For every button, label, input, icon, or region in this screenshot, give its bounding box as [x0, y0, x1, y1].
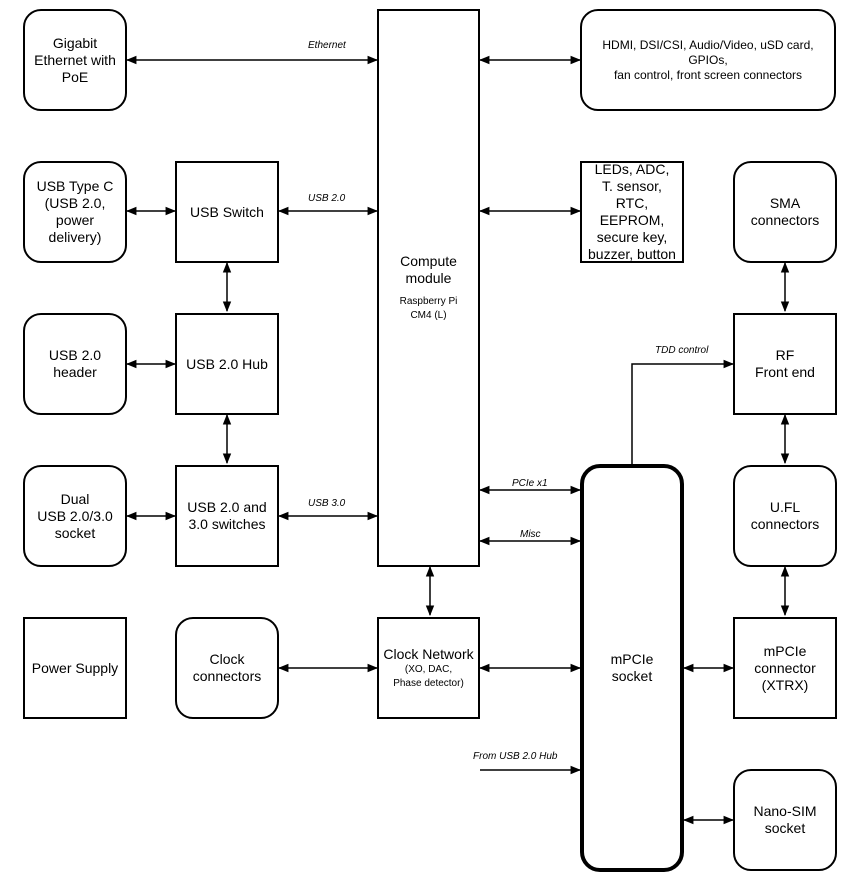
- clock-connectors-line: Clock: [209, 651, 245, 667]
- ethernet-block: Gigabit Ethernet with PoE: [23, 9, 127, 111]
- tdd-link: [631, 359, 735, 464]
- rf-front-end-line: Front end: [755, 364, 815, 380]
- pcie-label: PCIe x1: [512, 478, 548, 489]
- usb20-label: USB 2.0: [308, 193, 346, 204]
- sma-line: connectors: [750, 212, 820, 228]
- usb2-header-line: header: [53, 364, 97, 380]
- leds-line: RTC,: [615, 195, 649, 211]
- dual-usb-line: socket: [54, 524, 96, 541]
- hdmi-line: HDMI, DSI/CSI, Audio/Video, uSD card,: [602, 37, 814, 52]
- usb-type-c-line: power: [55, 212, 95, 228]
- usb-type-c-line: USB Type C: [36, 178, 114, 194]
- leds-block: LEDs, ADC, T. sensor, RTC, EEPROM, secur…: [580, 161, 684, 263]
- mpcie-socket-block: mPCIe socket: [580, 464, 684, 872]
- ethernet-block-line: Ethernet with: [34, 51, 116, 68]
- mpcie-connector-line: mPCIe: [763, 642, 807, 659]
- usb-type-c-block: USB Type C (USB 2.0, power delivery): [23, 161, 127, 263]
- usb-switches-line: 3.0 switches: [188, 516, 266, 532]
- mpcie-socket-line: socket: [611, 668, 653, 684]
- usb-switch-line: USB Switch: [190, 203, 264, 220]
- usb-type-c-line: (USB 2.0,: [44, 195, 106, 211]
- power-supply-line: Power Supply: [31, 659, 119, 676]
- ufl-line: connectors: [750, 516, 820, 532]
- dual-usb-line: USB 2.0/3.0: [37, 507, 113, 524]
- clock-network-block: Clock Network (XO, DAC, Phase detector): [377, 617, 480, 719]
- hdmi-line: GPIOs,: [688, 52, 728, 67]
- rf-front-end-line: RF: [775, 347, 795, 363]
- nano-sim-line: socket: [764, 820, 806, 836]
- mpcie-connector-line: (XTRX): [761, 676, 809, 693]
- ethernet-block-line: PoE: [61, 68, 89, 85]
- ethernet-block-line: Gigabit: [52, 34, 98, 51]
- from-usb-hub-label: From USB 2.0 Hub: [473, 751, 558, 762]
- sma-block: SMA connectors: [733, 161, 837, 263]
- clock-network-line: Clock Network: [383, 645, 474, 662]
- dual-usb-block: Dual USB 2.0/3.0 socket: [23, 465, 127, 567]
- leds-line: EEPROM,: [599, 212, 665, 228]
- leds-line: LEDs, ADC,: [594, 161, 670, 177]
- usb2-hub-line: USB 2.0 Hub: [186, 355, 268, 372]
- usb-type-c-line: delivery): [48, 229, 102, 245]
- usb-switches-block: USB 2.0 and 3.0 switches: [175, 465, 279, 567]
- ufl-line: U.FL: [769, 499, 801, 515]
- mpcie-connector-block: mPCIe connector (XTRX): [733, 617, 837, 719]
- mpcie-connector-line: connector: [754, 659, 816, 676]
- rf-front-end-block: RF Front end: [733, 313, 837, 415]
- leds-line: secure key,: [596, 229, 668, 245]
- misc-label: Misc: [520, 529, 541, 540]
- ethernet-label: Ethernet: [308, 40, 346, 51]
- clock-connectors-line: connectors: [192, 668, 262, 684]
- hdmi-block: HDMI, DSI/CSI, Audio/Video, uSD card, GP…: [580, 9, 836, 111]
- leds-line: buzzer, button: [588, 246, 676, 262]
- dual-usb-line: Dual: [60, 490, 90, 507]
- compute-module-block: Compute module Raspberry Pi CM4 (L): [377, 9, 480, 567]
- usb30-label: USB 3.0: [308, 498, 346, 509]
- nano-sim-block: Nano-SIM socket: [733, 769, 837, 871]
- hdmi-line: fan control, front screen connectors: [613, 67, 803, 82]
- leds-line: T. sensor,: [602, 178, 662, 194]
- clock-network-subline: (XO, DAC,: [404, 663, 453, 675]
- nano-sim-line: Nano-SIM: [753, 803, 817, 819]
- clock-connectors-block: Clock connectors: [175, 617, 279, 719]
- usb-switches-line: USB 2.0 and: [187, 499, 267, 515]
- compute-module-subline: Raspberry Pi: [399, 296, 458, 307]
- compute-module-subline: CM4 (L): [410, 310, 447, 321]
- usb-switch-block: USB Switch: [175, 161, 279, 263]
- power-supply-block: Power Supply: [23, 617, 127, 719]
- compute-module-line: module: [405, 270, 452, 286]
- usb2-header-block: USB 2.0 header: [23, 313, 127, 415]
- tdd-control-label: TDD control: [655, 345, 709, 356]
- ufl-block: U.FL connectors: [733, 465, 837, 567]
- compute-module-line: Compute: [400, 253, 457, 269]
- usb2-header-line: USB 2.0: [48, 347, 102, 363]
- sma-line: SMA: [769, 195, 801, 211]
- clock-network-subline: Phase detector): [393, 677, 464, 689]
- mpcie-socket-line: mPCIe: [610, 651, 654, 667]
- usb2-hub-block: USB 2.0 Hub: [175, 313, 279, 415]
